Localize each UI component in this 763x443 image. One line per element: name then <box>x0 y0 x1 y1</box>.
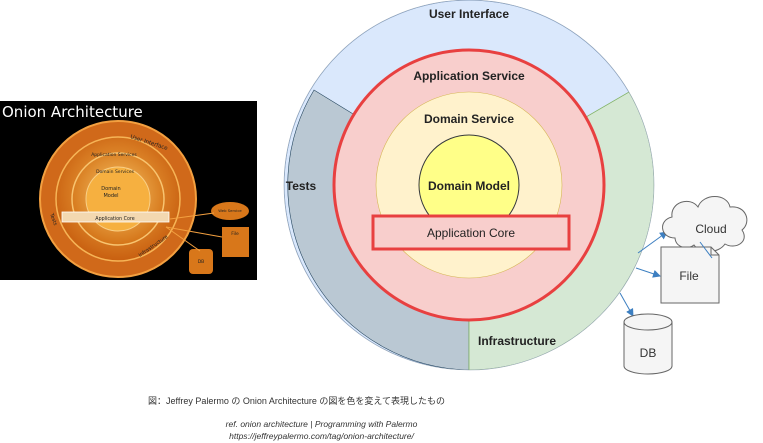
thumb-db-shape <box>189 249 213 274</box>
onion-diagram: User Interface Application Service Domai… <box>283 0 748 375</box>
label-application-service: Application Service <box>413 69 525 83</box>
label-cloud: Cloud <box>695 222 726 236</box>
thumbnail-title: Onion Architecture <box>2 103 143 121</box>
thumb-label-tests: Tests <box>48 212 58 227</box>
label-file: File <box>679 269 699 283</box>
arrow-to-cloud <box>637 231 668 254</box>
thumb-cloud-shape <box>211 202 249 220</box>
thumb-app-core-band <box>61 211 170 223</box>
onion-architecture-thumbnail: User Interface Application Services Doma… <box>0 101 257 280</box>
thumb-label-domain-model-1: Domain <box>101 186 120 192</box>
label-application-core: Application Core <box>427 226 515 240</box>
thumb-label-application-services: Application Services <box>91 152 137 158</box>
file-icon <box>660 246 720 304</box>
label-db: DB <box>640 346 657 360</box>
thumb-label-domain-model-2: Model <box>103 193 118 199</box>
arrow-to-file <box>635 267 661 278</box>
thumb-label-domain-services: Domain Services <box>96 169 135 175</box>
label-domain-service: Domain Service <box>424 112 514 126</box>
label-tests: Tests <box>286 179 317 193</box>
thumb-label-db: DB <box>198 259 205 265</box>
thumb-label-file: File <box>231 231 239 237</box>
label-domain-model: Domain Model <box>428 179 510 193</box>
caption-main: 図：Jeffrey Palermo の Onion Architecture の… <box>148 396 445 406</box>
db-icon <box>623 322 673 375</box>
application-core-band <box>371 214 571 251</box>
thumb-file-shape <box>222 227 249 257</box>
arrow-to-db <box>619 292 634 317</box>
thumb-label-web-service: Web Service <box>218 208 242 213</box>
caption-reference: ref. onion architecture | Programming wi… <box>225 419 418 429</box>
thumbnail-drawing: User Interface Application Services Doma… <box>39 120 249 278</box>
label-infrastructure: Infrastructure <box>478 334 556 348</box>
thumb-label-application-core: Application Core <box>95 216 134 222</box>
label-user-interface: User Interface <box>429 7 509 21</box>
caption-url: https://jeffreypalermo.com/tag/onion-arc… <box>229 431 414 441</box>
